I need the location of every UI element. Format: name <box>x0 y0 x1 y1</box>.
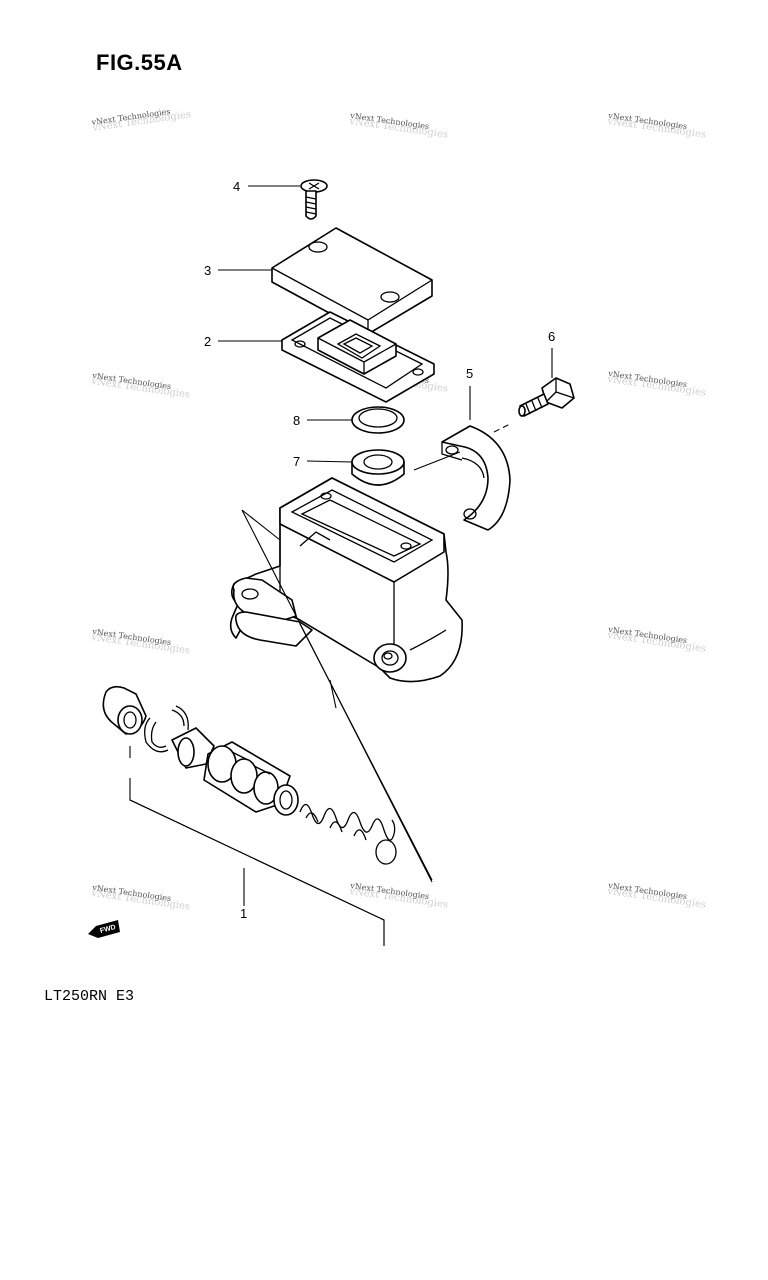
part-7-boot <box>351 449 405 486</box>
part-3-reservoir-cap <box>271 227 433 335</box>
callout-2: 2 <box>204 334 211 349</box>
fwd-label: FWD <box>99 924 116 935</box>
callout-7: 7 <box>293 454 300 469</box>
callout-5: 5 <box>466 366 473 381</box>
part-6-bolt <box>493 377 575 433</box>
part-1-piston-kit <box>102 685 397 946</box>
watermark-grid: vNext Technologies vNext Technologies vN… <box>90 107 707 913</box>
part-2-diaphragm <box>281 311 435 403</box>
callout-8: 8 <box>293 413 300 428</box>
model-code: LT250RN E3 <box>44 988 135 1005</box>
part-8-oring <box>351 406 405 434</box>
figure-title: FIG.55A <box>96 50 183 75</box>
part-4-screw <box>300 179 328 220</box>
leader-7 <box>306 460 353 463</box>
callout-6: 6 <box>548 329 555 344</box>
callout-3: 3 <box>204 263 211 278</box>
assembly-guide-lines <box>241 451 461 883</box>
part-5-clamp <box>441 425 511 531</box>
fwd-arrow: FWD <box>88 920 120 938</box>
master-cylinder-body <box>229 477 463 683</box>
callouts: 4 3 2 8 7 5 6 1 <box>204 179 555 921</box>
callout-4: 4 <box>233 179 240 194</box>
callout-1: 1 <box>240 906 247 921</box>
